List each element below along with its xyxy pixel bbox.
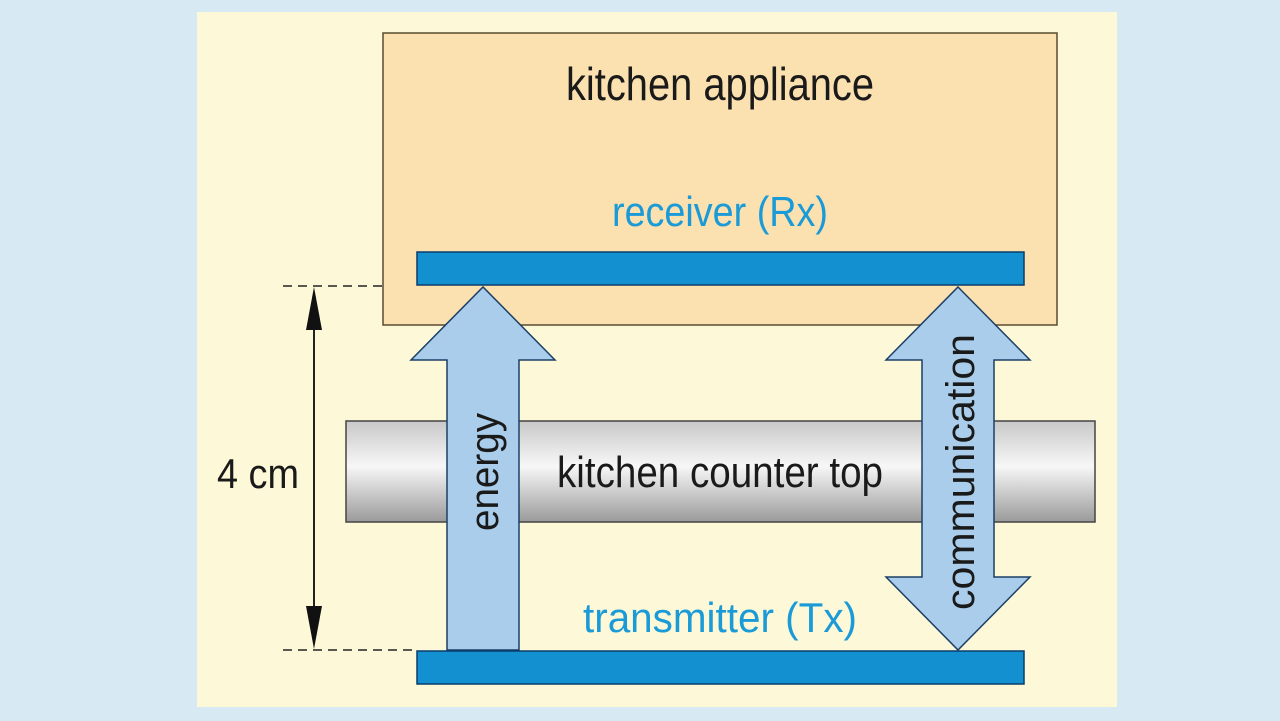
kitchen-appliance-label: kitchen appliance bbox=[566, 58, 874, 110]
communication-arrow bbox=[884, 285, 1032, 652]
dimension-arrowhead-top bbox=[306, 287, 322, 330]
transmitter-coil bbox=[416, 650, 1025, 685]
dimension-arrowhead-bottom bbox=[306, 606, 322, 649]
receiver-label: receiver (Rx) bbox=[612, 188, 828, 235]
receiver-coil bbox=[416, 251, 1025, 286]
kitchen-counter-label: kitchen counter top bbox=[557, 448, 883, 497]
energy-label: energy bbox=[463, 413, 507, 531]
transmitter-label: transmitter (Tx) bbox=[583, 594, 857, 641]
distance-label: 4 cm bbox=[217, 450, 299, 497]
communication-label: communication bbox=[939, 334, 983, 610]
energy-arrow bbox=[409, 285, 557, 651]
